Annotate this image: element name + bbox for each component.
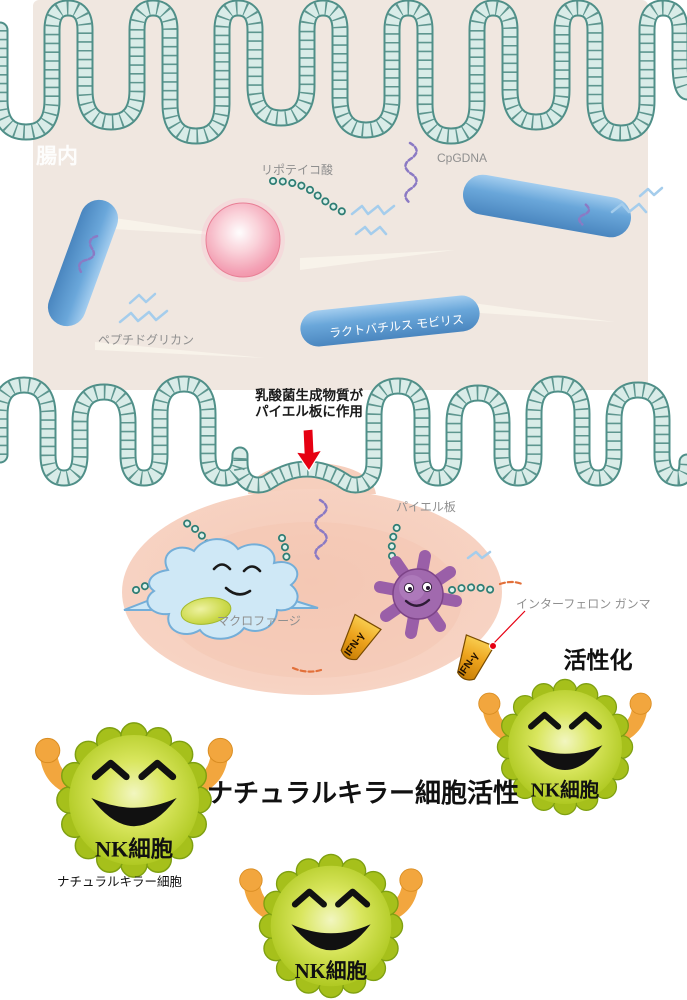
zigzag-in-patch — [466, 550, 492, 560]
nk-cell-title: ナチュラルキラー細胞活性 — [207, 778, 519, 808]
macrophage-nucleus — [180, 597, 232, 625]
dendritic-right-pupil — [426, 586, 430, 590]
cpg-dna-in-patch — [314, 498, 328, 562]
interferon-label: インターフェロン ガンマ — [516, 597, 651, 611]
bacterium-rod-right — [462, 174, 632, 238]
fragment-dash-2 — [498, 580, 524, 586]
cpg-dna-squiggle — [404, 141, 418, 205]
cpg-dna-label: CpGDNA — [437, 151, 487, 165]
dna-zigzag-right — [610, 202, 648, 214]
top-intestinal-wall — [0, 0, 687, 145]
intestine-lumen-label: 腸内 — [36, 144, 78, 168]
dendritic-left-pupil — [408, 587, 412, 591]
fragment-dash-1 — [291, 666, 323, 673]
nk-caption: ナチュラルキラー細胞 — [57, 875, 183, 889]
macrophage-right-eye — [242, 565, 262, 573]
dendritic-cell — [374, 550, 462, 639]
macrophage-left-eye — [212, 563, 232, 571]
activation-label: 活性化 — [564, 647, 633, 673]
dendritic-mouth — [404, 598, 431, 607]
nk-cell-left — [36, 723, 233, 877]
action-line1: 乳酸菌生成物質が — [255, 387, 363, 403]
macrophage-mouth — [224, 586, 252, 596]
dna-zigzag-right-2 — [638, 186, 664, 198]
action-line2: パイエル板に作用 — [255, 403, 363, 419]
lipoteichoic-label: リポテイコ酸 — [261, 162, 333, 177]
bacterium-rod-left — [47, 199, 119, 327]
light-streaks — [95, 215, 615, 358]
macrophage-cell — [123, 538, 319, 640]
bottom-intestinal-wall — [0, 375, 687, 494]
teal-chain-c — [448, 583, 502, 596]
interferon-pointer — [489, 610, 526, 650]
coccus-bacterium — [205, 202, 281, 278]
peptidoglycan-label: ペプチドグリカン — [98, 333, 194, 347]
ifn-gamma-cup-2 — [457, 634, 496, 681]
lipoteichoic-chain — [269, 177, 354, 219]
peptidoglycan-squiggle — [118, 292, 169, 324]
ifn-gamma-cup-1 — [340, 613, 382, 661]
macrophage-label: マクロファージ — [217, 614, 301, 628]
nk-cell-bottom — [240, 854, 423, 997]
intestinal-lumen-background — [33, 0, 648, 390]
teal-chain-e — [387, 516, 406, 560]
action-annotation: 乳酸菌生成物質が パイエル板に作用 — [255, 387, 363, 473]
action-arrow — [294, 428, 324, 473]
dna-zigzag-center — [350, 204, 396, 236]
peyer-patch-label: パイエル板 — [396, 500, 456, 514]
